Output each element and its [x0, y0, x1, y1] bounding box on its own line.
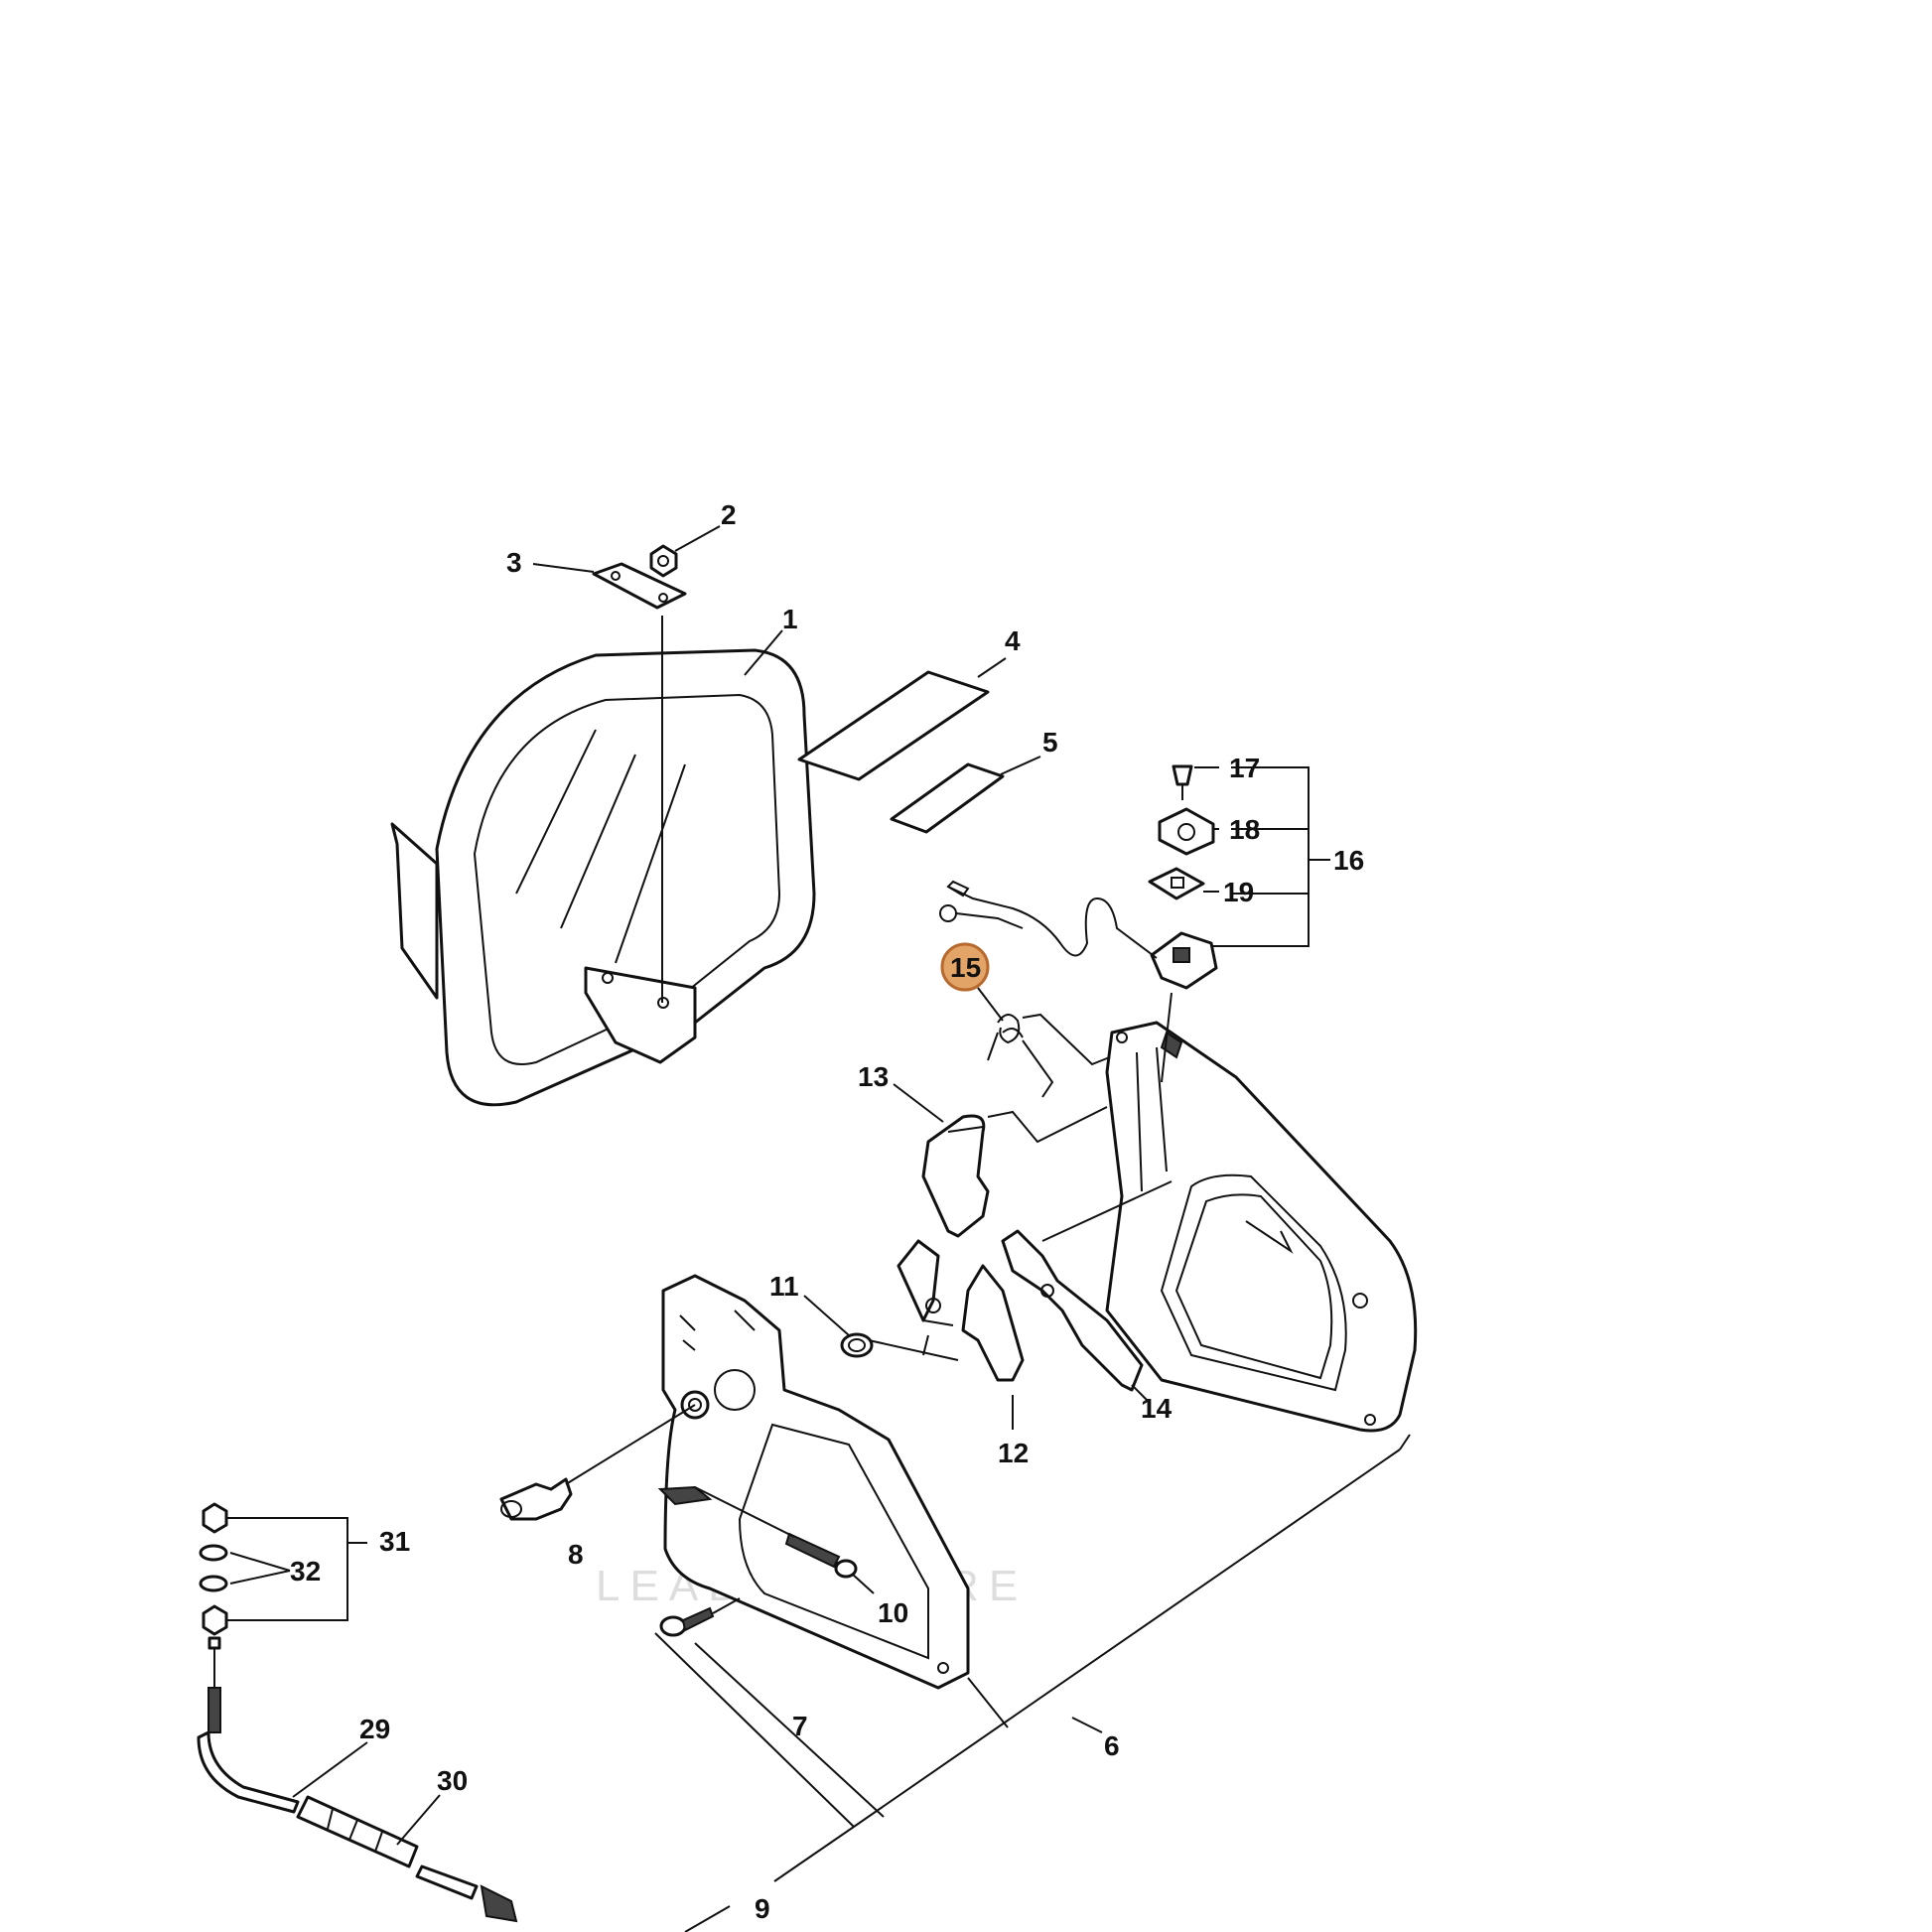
callout-30[interactable]: 30: [437, 1765, 468, 1796]
front-handle-part: [390, 648, 816, 1107]
sticker-5-part: [890, 762, 1005, 834]
callout-6[interactable]: 6: [1104, 1730, 1120, 1761]
throttle-lock-part: [1001, 1229, 1144, 1392]
plate-part: [592, 562, 687, 610]
switch-set-part: [939, 764, 1218, 990]
callout-2[interactable]: 2: [721, 499, 737, 530]
spring-11-part: [840, 1332, 959, 1361]
long-screw-part: [694, 1486, 858, 1579]
callout-31[interactable]: 31: [379, 1526, 410, 1557]
callout-12[interactable]: 12: [998, 1438, 1029, 1468]
callout-10[interactable]: 10: [878, 1597, 908, 1628]
torsion-spring-part: [987, 1013, 1118, 1098]
fitting-part: [499, 1404, 696, 1521]
sticker-4-part: [797, 670, 990, 781]
callout-7[interactable]: 7: [792, 1711, 808, 1741]
callout-16[interactable]: 16: [1333, 845, 1364, 876]
nut-part: [649, 544, 678, 578]
rear-handle-left-part: [657, 1274, 970, 1690]
callout-11[interactable]: 11: [769, 1271, 799, 1302]
callout-18[interactable]: 18: [1229, 814, 1260, 845]
rear-handle-right-part: [1105, 1021, 1418, 1433]
callout-19[interactable]: 19: [1223, 877, 1254, 907]
callout-3[interactable]: 3: [506, 547, 522, 578]
throttle-trigger-part: [897, 1239, 1025, 1382]
callout-32[interactable]: 32: [290, 1556, 321, 1587]
fuel-line-assembly-part: [197, 1502, 518, 1923]
callout-5[interactable]: 5: [1042, 727, 1058, 758]
callout-14[interactable]: 14: [1141, 1393, 1173, 1424]
callout-9[interactable]: 9: [755, 1893, 770, 1924]
short-screw-part: [659, 1597, 741, 1637]
callout-29[interactable]: 29: [359, 1714, 390, 1744]
callout-13[interactable]: 13: [858, 1061, 889, 1092]
callout-17[interactable]: 17: [1229, 753, 1260, 783]
callout-1[interactable]: 1: [782, 604, 798, 634]
callout-8[interactable]: 8: [568, 1539, 584, 1570]
callout-15[interactable]: 15: [950, 952, 981, 983]
callout-4[interactable]: 4: [1005, 625, 1021, 656]
highlight-circle-15: [940, 942, 990, 992]
lever-part: [921, 1114, 990, 1238]
